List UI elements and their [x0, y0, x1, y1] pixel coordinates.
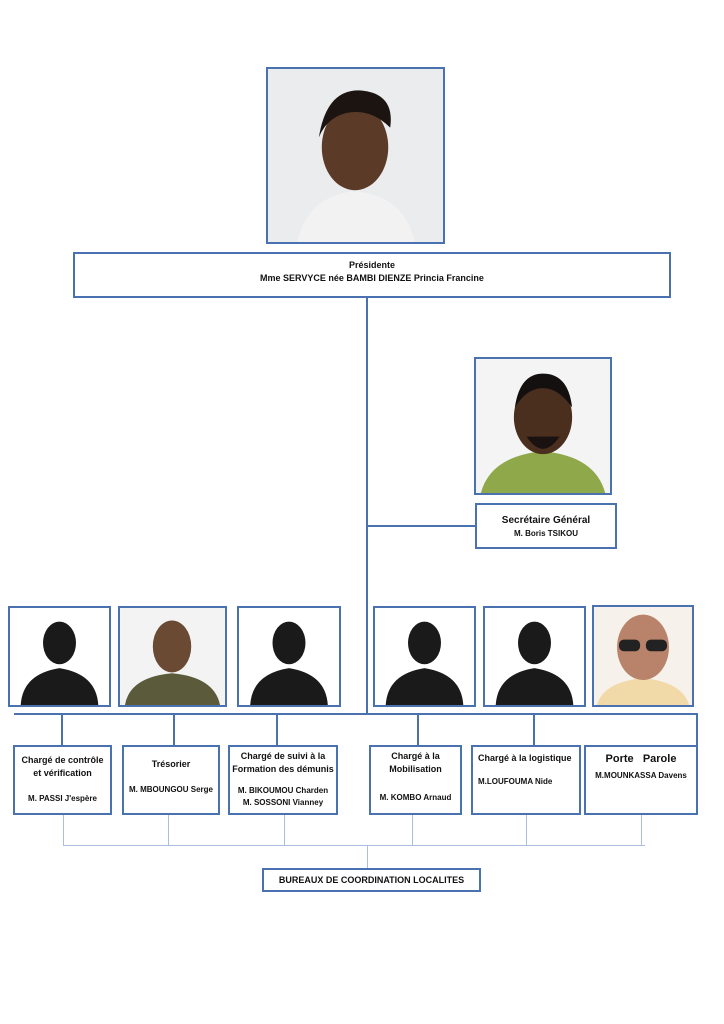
member-box-training: Chargé de suivi à la Formation des démun… — [228, 745, 338, 815]
member-silhouette-photo — [483, 606, 586, 707]
member-connector — [173, 714, 175, 745]
members-connector — [14, 713, 698, 715]
member-box-spokesperson: Porte Parole M.MOUNKASSA Davens — [584, 745, 698, 815]
local-connector — [641, 815, 642, 845]
local-bureaus-box: BUREAUX DE COORDINATION LOCALITES — [262, 868, 481, 892]
member-name: M. KOMBO Arnaud — [379, 793, 452, 802]
member-connector — [61, 714, 63, 745]
local-connector — [412, 815, 413, 845]
member-silhouette-photo — [8, 606, 111, 707]
local-connector — [284, 815, 285, 845]
member-box-control: Chargé de contrôle et vérification M. PA… — [13, 745, 112, 815]
secretary-box: Secrétaire Général M. Boris TSIKOU — [475, 503, 617, 549]
president-name: Mme SERVYCE née BAMBI DIENZE Princia Fra… — [260, 273, 484, 283]
local-connector — [63, 845, 645, 846]
treasurer-photo — [118, 606, 227, 707]
president-photo — [266, 67, 445, 244]
member-role: Chargé à la logistique — [478, 753, 572, 763]
member-role: Porte Parole — [605, 753, 677, 765]
member-box-logistics: Chargé à la logistique M.LOUFOUMA Nide — [471, 745, 581, 815]
secretary-role: Secrétaire Général — [501, 515, 591, 526]
president-role: Présidente — [348, 260, 396, 270]
member-connector — [417, 714, 419, 745]
member-role: Chargé de contrôle et vérification — [21, 755, 104, 778]
local-connector — [367, 845, 368, 868]
local-connector — [526, 815, 527, 845]
local-connector — [63, 815, 64, 845]
member-silhouette-photo — [373, 606, 476, 707]
president-box: Présidente Mme SERVYCE née BAMBI DIENZE … — [73, 252, 671, 298]
secretary-photo — [474, 357, 612, 495]
secretary-connector — [367, 525, 475, 527]
member-role: Trésorier — [151, 759, 191, 769]
member-role: Chargé de suivi à la Formation des démun… — [232, 751, 334, 774]
member-connector — [276, 714, 278, 745]
member-connector — [533, 714, 535, 745]
local-connector — [168, 815, 169, 845]
member-name: M.MOUNKASSA Davens — [595, 771, 687, 780]
member-name: M. MBOUNGOU Serge — [128, 785, 213, 794]
spokesperson-photo — [592, 605, 694, 707]
member-box-mobilisation: Chargé à la Mobilisation M. KOMBO Arnaud — [369, 745, 462, 815]
member-connector — [696, 714, 698, 745]
member-box-treasurer: Trésorier M. MBOUNGOU Serge — [122, 745, 220, 815]
member-silhouette-photo — [237, 606, 341, 707]
member-name: M. PASSI J'espère — [28, 794, 97, 803]
secretary-name: M. Boris TSIKOU — [513, 529, 578, 538]
member-role: Chargé à la Mobilisation — [389, 751, 442, 774]
main-connector — [366, 297, 368, 715]
member-name: M. SOSSONI Vianney — [242, 798, 324, 807]
member-name: M. BIKOUMOU Charden — [237, 786, 329, 795]
member-name: M.LOUFOUMA Nide — [478, 777, 553, 786]
